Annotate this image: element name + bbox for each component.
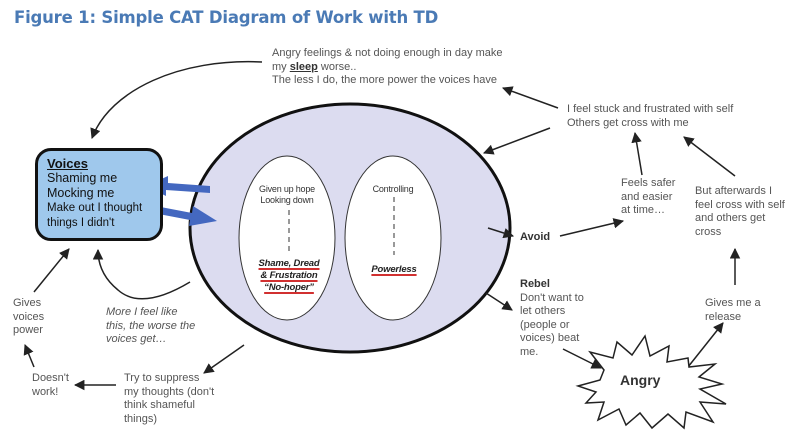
gives-voices-power-note: Gives voices power xyxy=(13,297,44,338)
oval-line: Given up hope xyxy=(259,184,315,194)
voices-line: Mocking me xyxy=(47,186,115,200)
suppress-line: my thoughts (don't xyxy=(124,385,215,398)
afterwards-line: feel cross with self xyxy=(695,198,785,211)
arrow-rebel-to-angry xyxy=(562,348,602,369)
try-suppress-note: Try to suppress my thoughts (don't think… xyxy=(124,372,214,426)
sleep-note: Angry feelings & not doing enough in day… xyxy=(272,47,503,88)
gives-release-note: Gives me a release xyxy=(705,297,761,324)
more-i-feel-note: More I feel like this, the worse the voi… xyxy=(106,306,195,347)
stuck-note: I feel stuck and frustrated with self Ot… xyxy=(567,103,733,130)
afterwards-line: But afterwards I xyxy=(695,185,773,197)
no-hoper-label: “No-hoper” xyxy=(264,282,314,293)
frustration-label: & Frustration xyxy=(260,270,318,281)
rebel-heading: Rebel xyxy=(520,278,550,290)
shame-label: Shame, Dread xyxy=(258,258,320,269)
afterwards-note: But afterwards I feel cross with self an… xyxy=(695,185,785,239)
left-oval-top-text: Given up hope Looking down xyxy=(242,184,332,206)
stuck-note-line: Others get cross with me xyxy=(567,116,689,129)
figure-title: Figure 1: Simple CAT Diagram of Work wit… xyxy=(14,8,439,27)
right-oval-top-text: Controlling xyxy=(348,184,438,195)
angry-starburst xyxy=(575,334,727,430)
afterwards-line: cross xyxy=(695,225,722,238)
right-inner-oval xyxy=(344,155,442,321)
rebel-note: Rebel Don't want to let others (people o… xyxy=(520,278,584,359)
rebel-line: Don't want to xyxy=(520,291,584,304)
arrow-core-to-avoid xyxy=(487,227,515,239)
suppress-line: think shameful xyxy=(124,399,195,411)
doesnt-work-line: work! xyxy=(32,385,59,398)
more-i-feel-line: voices get… xyxy=(106,333,167,345)
feels-safer-note: Feels safer and easier at time… xyxy=(621,177,675,218)
sleep-note-pre: my xyxy=(272,60,290,73)
arrow-power-to-voices xyxy=(33,248,70,293)
right-oval-bottom-text: Powerless xyxy=(349,264,439,276)
afterwards-line: and others get xyxy=(695,212,766,224)
feels-safer-line: and easier xyxy=(621,190,673,203)
angry-label: Angry xyxy=(620,372,661,388)
powerless-label: Powerless xyxy=(371,264,417,275)
arrow-core-to-rebel xyxy=(485,292,513,311)
stuck-note-line: I feel stuck and frustrated with self xyxy=(567,103,734,115)
controlling-label: Controlling xyxy=(372,184,414,194)
power-line: voices xyxy=(13,310,45,323)
arrow-afterwards-to-stuck xyxy=(683,136,736,177)
arrow-angry-to-release xyxy=(687,322,724,368)
suppress-line: Try to suppress xyxy=(124,372,200,384)
sleep-note-post: worse.. xyxy=(317,60,357,73)
arrow-doesnt-work-to-power xyxy=(23,344,35,368)
sleep-emphasis: sleep xyxy=(289,60,318,73)
arrow-core-to-suppress xyxy=(203,344,245,374)
feels-safer-line: at time… xyxy=(621,204,666,216)
left-oval-bottom-text: Shame, Dread & Frustration “No-hoper” xyxy=(244,258,334,294)
suppress-line: things) xyxy=(124,412,158,425)
arrow-stuck-to-core xyxy=(483,127,551,155)
voices-line: things I didn't xyxy=(47,217,115,229)
arrow-sleep-to-voices xyxy=(90,60,263,139)
rebel-line: (people or xyxy=(520,318,570,331)
rebel-line: me. xyxy=(520,345,539,358)
doesnt-work-note: Doesn't work! xyxy=(32,372,69,399)
feels-safer-line: Feels safer xyxy=(621,177,676,189)
arrow-avoid-to-safer xyxy=(559,218,625,237)
more-i-feel-line: More I feel like xyxy=(106,306,178,318)
sleep-note-line: The less I do, the more power the voices… xyxy=(272,74,498,86)
release-line: Gives me a xyxy=(705,297,761,309)
more-i-feel-line: this, the worse the xyxy=(106,319,196,332)
arrow-stuck-to-sleep xyxy=(502,86,559,109)
left-inner-oval xyxy=(238,155,336,321)
power-line: power xyxy=(13,324,43,336)
rebel-line: voices) beat xyxy=(520,332,580,344)
arrow-more-i-feel-to-voices xyxy=(92,248,191,300)
doesnt-work-line: Doesn't xyxy=(32,372,69,384)
voices-heading: Voices xyxy=(47,156,88,171)
avoid-label: Avoid xyxy=(520,231,551,243)
power-line: Gives xyxy=(13,297,42,309)
voices-line: Shaming me xyxy=(47,171,118,185)
voices-box: Voices Shaming me Mocking me Make out I … xyxy=(35,148,163,241)
release-line: release xyxy=(705,310,742,323)
sleep-note-line: my sleep worse.. xyxy=(272,61,503,75)
oval-line: Looking down xyxy=(260,195,314,205)
sleep-note-line: Angry feelings & not doing enough in day… xyxy=(272,47,503,59)
rebel-line: let others xyxy=(520,305,566,317)
voices-line: Make out I thought xyxy=(47,202,143,214)
arrow-safer-to-stuck xyxy=(631,131,643,176)
